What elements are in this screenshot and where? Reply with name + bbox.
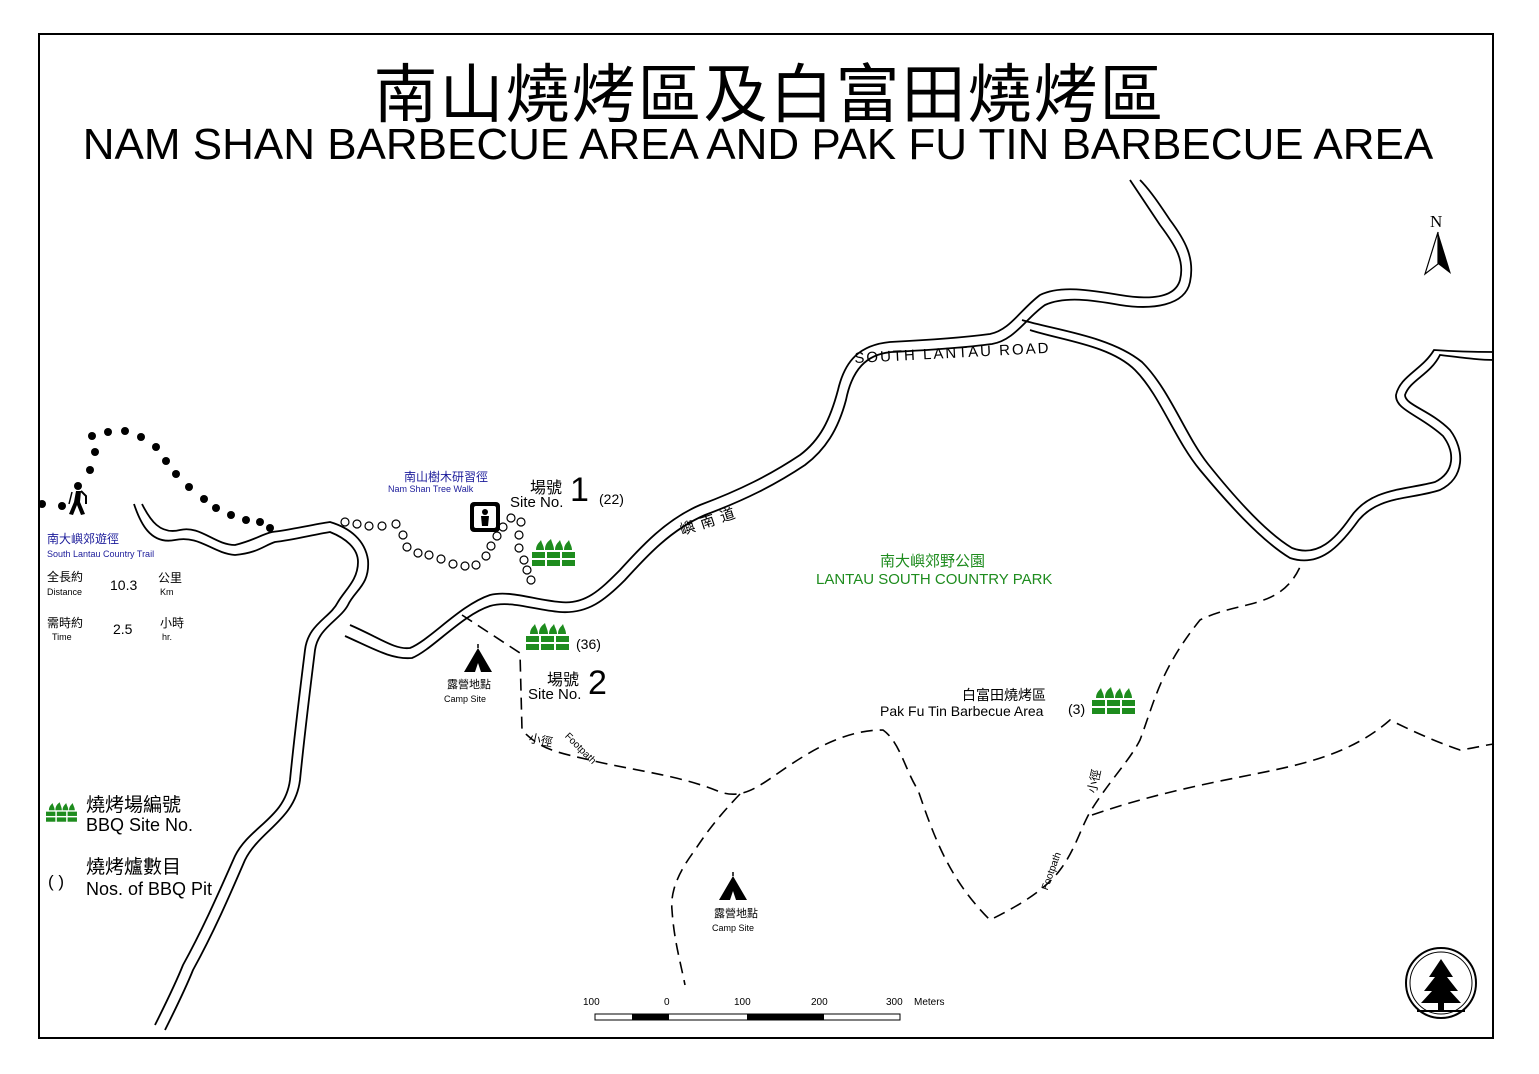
- scale-bar: [594, 1013, 901, 1021]
- time-unit-zh: 小時: [160, 616, 185, 630]
- scale-tick-label: 300: [886, 997, 903, 1008]
- scale-tick-label: 100: [583, 997, 600, 1008]
- trail-label-en: South Lantau Country Trail: [47, 549, 155, 559]
- afcd-tree-logo: [1405, 947, 1477, 1019]
- tree-walk-label-en: Nam Shan Tree Walk: [388, 484, 474, 494]
- camp-site-label-en: Camp Site: [444, 694, 487, 704]
- scale-tick-label: 0: [664, 997, 670, 1008]
- park-label-en: LANTAU SOUTH COUNTRY PARK: [816, 571, 1053, 588]
- map-frame: [38, 33, 1494, 1039]
- bbq-site-icon: [1092, 687, 1135, 714]
- distance-unit-zh: 公里: [158, 571, 183, 585]
- camp-site-label-en: Camp Site: [712, 923, 755, 933]
- pak-fu-tin-label-en: Pak Fu Tin Barbecue Area: [880, 703, 1044, 719]
- toilet-icon: [470, 502, 500, 532]
- site2-label-en: Site No.: [528, 686, 582, 703]
- title-en: NAM SHAN BARBECUE AREA AND PAK FU TIN BA…: [82, 120, 1434, 169]
- distance-unit-en: Km: [160, 587, 174, 597]
- south-lantau-road: [133, 179, 1495, 1031]
- legend-pits-zh: 燒烤爐數目: [86, 857, 182, 878]
- distance-value: 10.3: [110, 577, 138, 593]
- bbq-site-icon: [526, 623, 569, 650]
- scale-tick-label: 100: [734, 997, 751, 1008]
- camp-site-label-zh: 露營地點: [447, 679, 491, 691]
- site1-label-en: Site No.: [510, 494, 564, 511]
- camp-site-label-zh: 露營地點: [714, 908, 758, 920]
- title-zh: 南山燒烤區及白富田燒烤區: [373, 59, 1166, 133]
- camp-tent-icon: [463, 643, 493, 673]
- site1-number: 1: [570, 471, 589, 509]
- scale-unit: Meters: [914, 997, 945, 1008]
- distance-label-zh: 全長約: [47, 570, 84, 584]
- site2-pits: (36): [576, 636, 601, 652]
- legend-pits-symbol: ( ): [48, 872, 65, 891]
- tree-walk-label-zh: 南山樹木研習徑: [404, 470, 489, 484]
- time-unit-en: hr.: [162, 632, 173, 642]
- site1-label-zh: 場號: [530, 480, 563, 497]
- park-label-zh: 南大嶼郊野公園: [880, 553, 986, 570]
- site1-pits: (22): [599, 491, 624, 507]
- time-value: 2.5: [113, 621, 133, 637]
- pak-fu-tin-pits: (3): [1068, 701, 1086, 717]
- pak-fu-tin-label-zh: 白富田燒烤區: [962, 687, 1046, 703]
- trail-label-zh: 南大嶼郊遊徑: [47, 532, 120, 546]
- time-label-zh: 需時約: [47, 616, 84, 630]
- legend-bbq-site-en: BBQ Site No.: [86, 815, 194, 835]
- scale-tick-label: 200: [811, 997, 828, 1008]
- site2-number: 2: [588, 664, 607, 702]
- tree-walk-path: [340, 513, 536, 585]
- north-label: N: [1430, 212, 1443, 231]
- north-arrow-icon: [1423, 231, 1451, 276]
- bbq-site-icon: [46, 802, 77, 822]
- site2-label-zh: 場號: [547, 672, 580, 689]
- legend-bbq-site-zh: 燒烤場編號: [86, 795, 182, 816]
- country-trail: [38, 427, 274, 532]
- camp-tent-icon: [718, 871, 748, 901]
- footpaths: [461, 566, 1495, 986]
- distance-label-en: Distance: [47, 587, 83, 597]
- hiker-icon: [68, 482, 87, 515]
- bbq-site-icon: [532, 539, 575, 566]
- time-label-en: Time: [52, 632, 72, 642]
- legend-pits-en: Nos. of BBQ Pit: [86, 879, 213, 899]
